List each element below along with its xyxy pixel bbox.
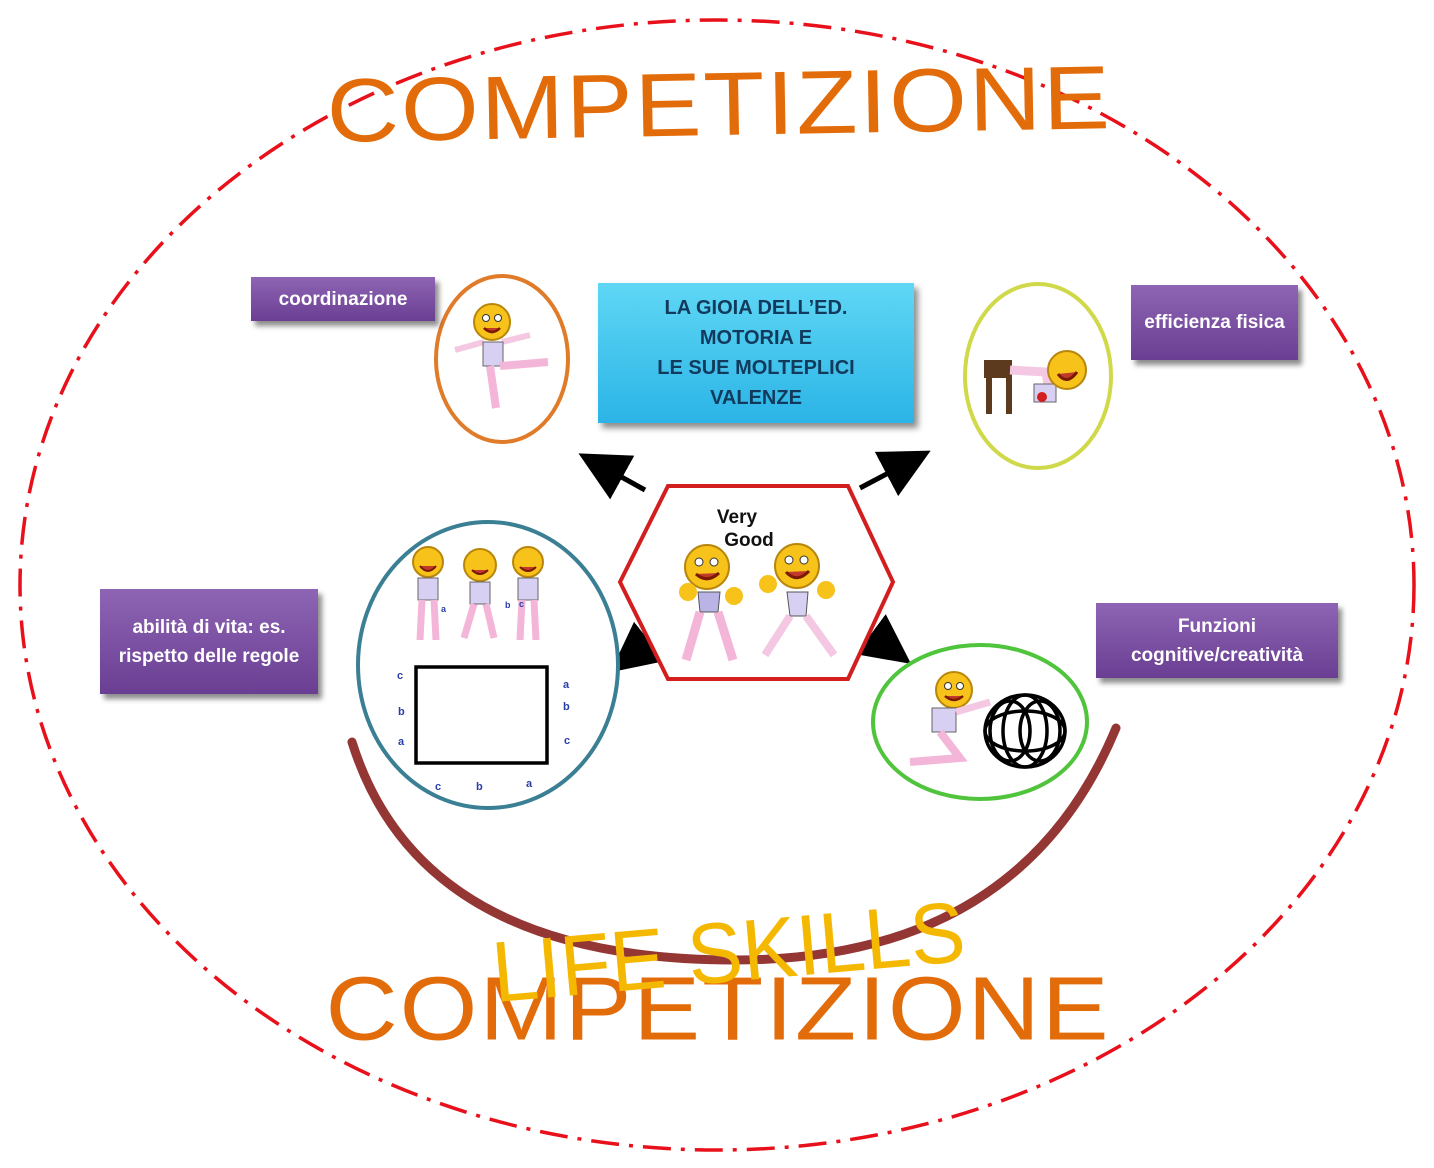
competizione-bottom: COMPETIZIONE xyxy=(325,959,1110,1059)
very-good-figures-icon xyxy=(679,543,838,662)
small-letter-a: a xyxy=(441,604,447,614)
letter-left-1: c xyxy=(397,670,403,682)
letter-bottom-2: b xyxy=(476,781,483,793)
arrow-to-abilita xyxy=(610,621,666,673)
competizione-top: COMPETIZIONE xyxy=(326,48,1113,162)
small-letter-c: c xyxy=(519,599,524,609)
situp-figure-icon xyxy=(984,350,1087,414)
coordinazione-box: coordinazione xyxy=(251,277,435,321)
funzioni-label: Funzioni cognitive/creatività xyxy=(1130,615,1304,666)
life-skills-arc xyxy=(347,723,1121,965)
letter-right-3: c xyxy=(564,735,570,747)
letter-bottom-1: c xyxy=(435,781,441,793)
efficienza-box: efficienza fisica xyxy=(1131,285,1298,360)
funzioni-box: Funzioni cognitive/creatività xyxy=(1096,603,1338,678)
pattern-square xyxy=(414,665,549,765)
abilita-label: abilità di vita: es. rispetto delle rego… xyxy=(118,616,300,667)
good-label: Good xyxy=(724,530,774,551)
abilita-box: abilità di vita: es. rispetto delle rego… xyxy=(100,589,318,694)
very-label: Very xyxy=(717,507,758,528)
small-letter-b: b xyxy=(505,600,511,610)
funzioni-circle xyxy=(871,643,1089,801)
balance-figure-icon xyxy=(454,303,549,409)
letter-right-2: b xyxy=(563,701,570,713)
outer-dashed-ellipse xyxy=(18,18,1416,1152)
arrow-to-coordinazione xyxy=(578,453,647,500)
letter-bottom-3: a xyxy=(526,778,533,790)
efficienza-label: efficienza fisica xyxy=(1144,312,1285,333)
three-figures-icon xyxy=(412,546,544,641)
letter-left-2: b xyxy=(398,706,405,718)
arrow-to-efficienza xyxy=(858,450,931,497)
coordinazione-label: coordinazione xyxy=(278,288,408,310)
letter-right-1: a xyxy=(563,679,570,691)
rings-figure-icon xyxy=(909,671,1067,769)
letter-left-3: a xyxy=(398,736,405,748)
center-title-text: LA GIOIA DELL’ED. MOTORIA E LE SUE MOLTE… xyxy=(657,297,855,409)
center-title-box: LA GIOIA DELL’ED. MOTORIA E LE SUE MOLTE… xyxy=(598,283,914,423)
center-hexagon xyxy=(617,484,896,681)
arrow-to-funzioni xyxy=(856,614,912,664)
